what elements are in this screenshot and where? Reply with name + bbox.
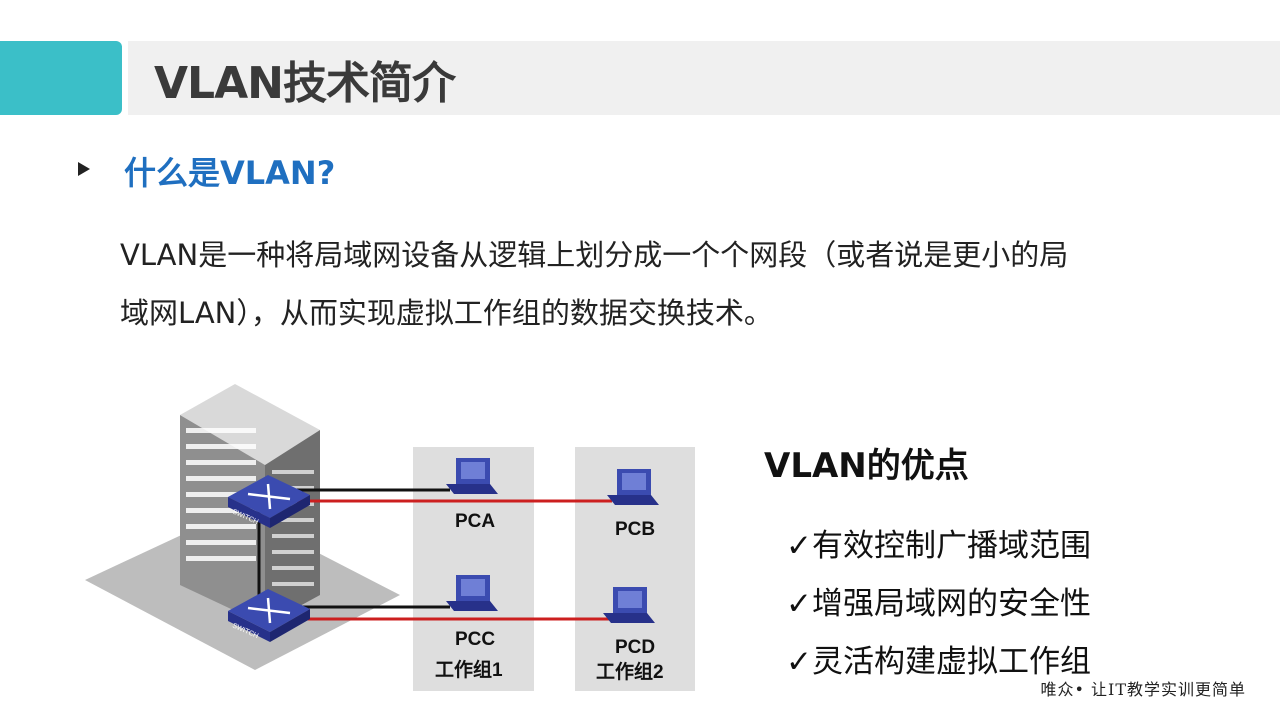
- paragraph-line-1: VLAN是一种将局域网设备从逻辑上划分成一个个网段（或者说是更小的局: [120, 238, 1069, 272]
- paragraph-line-2: 域网LAN），从而实现虚拟工作组的数据交换技术。: [120, 296, 773, 330]
- building-roof: [180, 384, 320, 465]
- pc-b-label: PCB: [615, 519, 655, 540]
- building-left-face: [180, 415, 265, 625]
- workgroup2-label: 工作组2: [596, 660, 664, 683]
- pc-c-label: PCC: [455, 629, 495, 650]
- footer-slogan: 唯众• 让IT教学实训更简单: [1040, 680, 1246, 699]
- advantage-item: ✓灵活构建虚拟工作组: [786, 644, 1091, 680]
- advantage-item: ✓有效控制广播域范围: [786, 528, 1091, 564]
- workgroup1-label: 工作组1: [435, 658, 503, 681]
- section-question: 什么是VLAN?: [124, 154, 336, 192]
- pc-a-icon: [446, 458, 498, 494]
- switch-bottom-icon: SWITCH: [228, 589, 310, 642]
- pc-b-icon: [607, 469, 659, 505]
- building-windows: [186, 428, 256, 561]
- pc-d-icon: [603, 587, 655, 623]
- pc-a-label: PCA: [455, 511, 495, 532]
- vlan-diagram: SWITCH SWITCH PCA PCB PCC PCD 工作组1 工作组2: [85, 384, 695, 691]
- page-title: VLAN技术简介: [154, 58, 456, 109]
- title-bar: [128, 41, 1280, 115]
- building-right-face: [265, 430, 320, 625]
- advantages-title: VLAN的优点: [764, 446, 969, 486]
- bullet-arrow-icon: [78, 162, 90, 176]
- title-accent-tab: [0, 41, 122, 115]
- switch-top-icon: SWITCH: [228, 475, 310, 528]
- definition-paragraph: VLAN是一种将局域网设备从逻辑上划分成一个个网段（或者说是更小的局 域网LAN…: [120, 226, 1200, 342]
- advantage-item: ✓增强局域网的安全性: [786, 586, 1091, 622]
- pc-c-icon: [446, 575, 498, 611]
- pc-d-label: PCD: [615, 637, 655, 658]
